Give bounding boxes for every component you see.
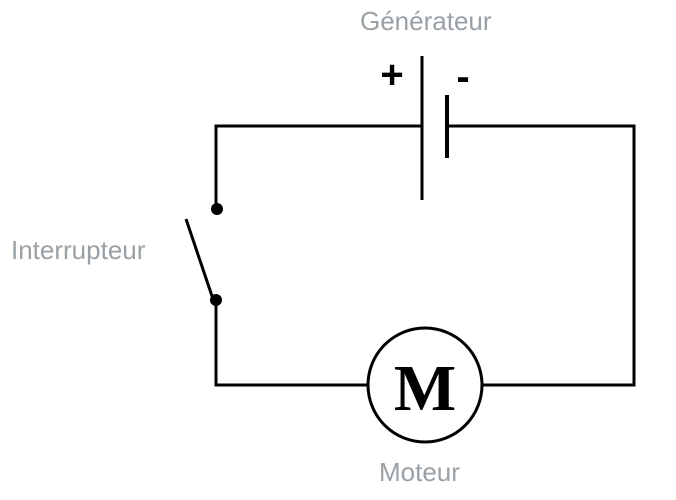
battery-symbol: + -	[380, 53, 470, 200]
battery-minus-sign: -	[456, 55, 469, 99]
motor-circle	[366, 326, 484, 444]
motor-symbol: M	[366, 326, 484, 444]
generator-label: Générateur	[360, 6, 492, 36]
switch-upper-contact	[211, 203, 223, 215]
switch-blade	[184, 218, 216, 303]
wires	[214, 124, 636, 387]
switch-symbol	[184, 203, 223, 306]
switch-label: Interrupteur	[11, 235, 146, 265]
motor-label: Moteur	[379, 457, 460, 487]
battery-plus-sign: +	[380, 53, 403, 97]
motor-letter: M	[394, 352, 456, 425]
